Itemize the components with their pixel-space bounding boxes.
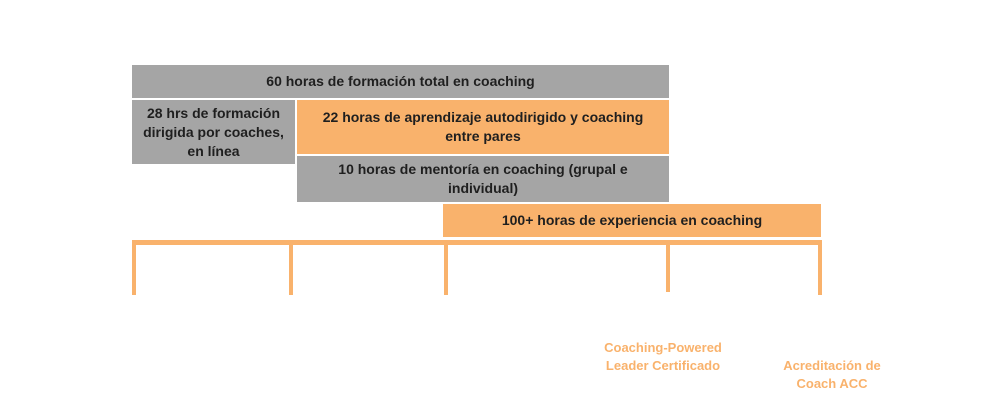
timeline-tick	[289, 240, 293, 295]
milestone-acc-line-2: Coach ACC	[796, 376, 868, 391]
mentoring-label: 10 horas de mentoría en coaching (grupal…	[338, 161, 628, 196]
self-directed-line-1: 22 horas de aprendizaje autodirigido y c…	[322, 109, 644, 125]
timeline-tick	[666, 240, 670, 292]
timeline-axis	[132, 240, 822, 245]
coach-led-line-3: en línea	[187, 142, 240, 159]
milestone-cpl-certificate: Coaching-Powered Leader Certificado	[588, 339, 738, 375]
total-training-bar: 60 horas de formación total en coaching	[132, 65, 669, 98]
milestone-acc-credential: Acreditación de Coach ACC	[772, 357, 892, 393]
self-directed-learning-bar: 22 horas de aprendizaje autodirigido y c…	[297, 100, 669, 154]
coach-led-training-label: 28 hrs de formación dirigida por coaches…	[143, 104, 284, 161]
milestone-cpl-line-2: Leader Certificado	[605, 358, 721, 373]
coach-led-line-2: dirigida por coaches,	[143, 123, 284, 140]
milestone-cpl-line-1: Coaching-Powered	[604, 340, 722, 355]
self-directed-line-2: entre pares	[445, 128, 521, 144]
coaching-experience-bar: 100+ horas de experiencia en coaching	[443, 204, 821, 237]
milestone-acc-line-1: Acreditación de	[783, 358, 881, 373]
coaching-experience-label: 100+ horas de experiencia en coaching	[501, 212, 763, 228]
total-training-label: 60 horas de formación total en coaching	[266, 73, 535, 89]
mentoring-bar: 10 horas de mentoría en coaching (grupal…	[297, 156, 669, 202]
coach-led-training-bar: 28 hrs de formación dirigida por coaches…	[132, 100, 295, 164]
timeline-tick	[818, 240, 822, 295]
timeline-tick	[444, 240, 448, 295]
timeline-tick	[132, 240, 136, 295]
coach-led-line-1: 28 hrs de formación	[146, 104, 281, 121]
self-directed-learning-label: 22 horas de aprendizaje autodirigido y c…	[323, 108, 644, 146]
